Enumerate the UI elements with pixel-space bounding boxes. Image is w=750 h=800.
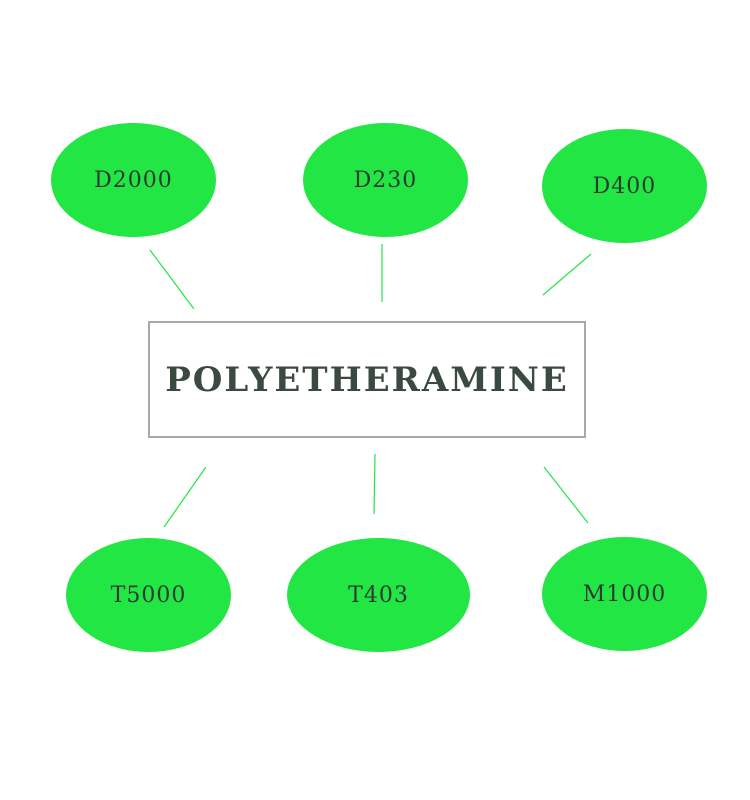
connector-d400 <box>542 253 592 296</box>
node-label-d2000: D2000 <box>94 167 173 193</box>
connector-t5000 <box>163 466 207 528</box>
center-title: POLYETHERAMINE <box>165 359 569 400</box>
node-label-d230: D230 <box>353 167 418 193</box>
node-t403: T403 <box>287 538 470 652</box>
connector-d2000 <box>149 249 195 310</box>
node-d230: D230 <box>303 123 468 237</box>
node-label-m1000: M1000 <box>582 581 667 607</box>
node-label-t5000: T5000 <box>110 582 187 608</box>
node-label-t403: T403 <box>348 582 409 608</box>
node-d2000: D2000 <box>51 123 216 237</box>
node-t5000: T5000 <box>66 538 231 652</box>
node-d400: D400 <box>542 129 707 243</box>
node-label-d400: D400 <box>592 173 657 199</box>
node-m1000: M1000 <box>542 537 707 651</box>
center-box: POLYETHERAMINE <box>148 321 586 438</box>
connector-m1000 <box>543 466 589 524</box>
connector-t403 <box>373 453 376 515</box>
